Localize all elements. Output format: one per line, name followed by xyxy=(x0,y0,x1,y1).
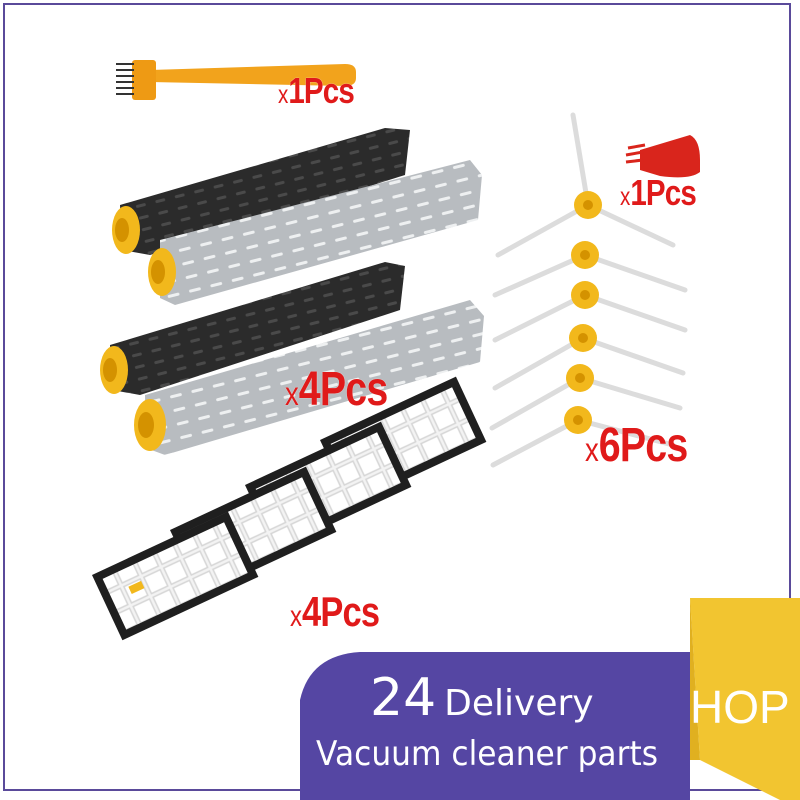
banner-number: 24 xyxy=(370,668,437,728)
qty-side-brushes: x6Pcs xyxy=(585,419,688,472)
banner-subtitle: Vacuum cleaner parts xyxy=(316,734,659,774)
cleaning-tool xyxy=(116,60,356,100)
qty-filters: x4Pcs xyxy=(290,588,380,635)
roller-pair-bottom xyxy=(100,262,484,455)
qty-brush-tool: x1Pcs xyxy=(278,70,355,111)
corner-text: HOP xyxy=(690,681,790,733)
promo-banner xyxy=(300,598,800,800)
banner-word: Delivery xyxy=(444,683,594,724)
qty-red-comb: x1Pcs xyxy=(620,172,697,213)
qty-rollers: x4Pcs xyxy=(285,363,388,416)
roller-pair-top xyxy=(112,128,482,305)
side-brushes xyxy=(489,112,688,468)
filters xyxy=(92,376,487,641)
red-comb xyxy=(625,135,700,178)
